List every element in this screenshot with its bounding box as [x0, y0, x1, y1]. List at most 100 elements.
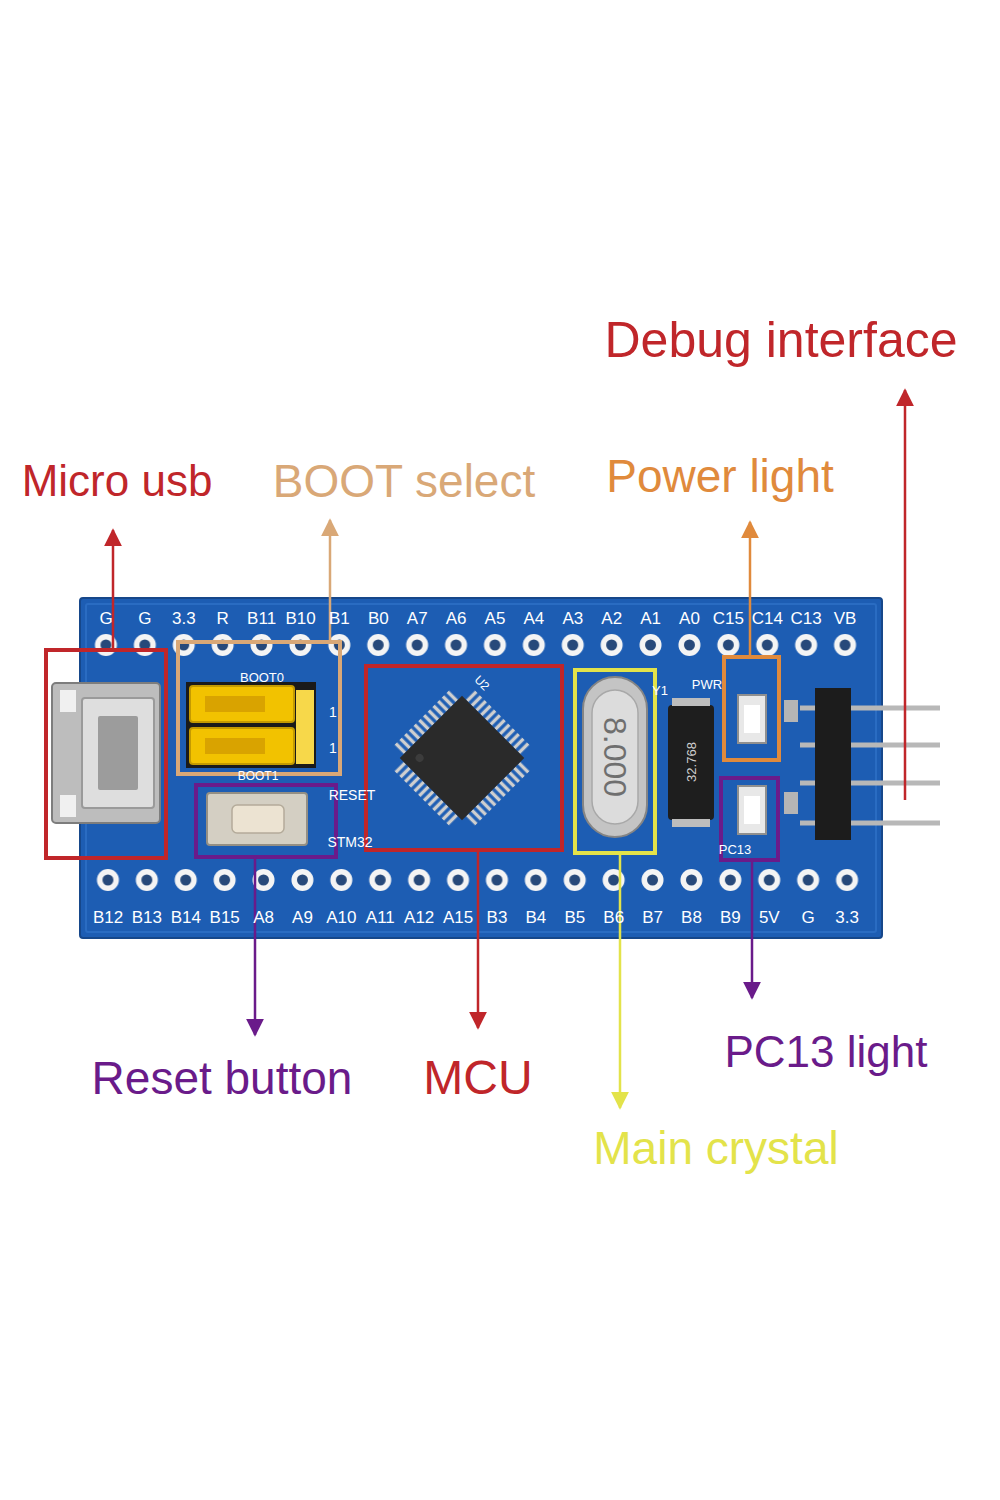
crystal-can	[583, 677, 647, 837]
callout-label: MCU	[423, 1054, 532, 1102]
callout-label: Power light	[606, 453, 834, 499]
leader-arrow	[254, 857, 257, 1035]
silkscreen-text: Y1	[652, 684, 668, 697]
pin-label: B13	[132, 909, 162, 926]
smd-resistor	[784, 792, 798, 814]
crystal-top	[592, 690, 638, 824]
jumper-header	[186, 682, 316, 768]
leader-arrow	[477, 850, 480, 1028]
rtc-crystal	[668, 705, 714, 820]
crystal-pad	[672, 698, 710, 706]
pin-label: C13	[791, 610, 822, 627]
led-lens	[744, 796, 760, 824]
callout-label: Micro usb	[22, 459, 213, 503]
usb-port	[98, 716, 138, 790]
highlight-box	[46, 650, 166, 858]
silkscreen-text: 32.768	[685, 742, 698, 782]
led-body	[738, 695, 766, 743]
pin-label: A5	[485, 610, 506, 627]
pin-label: B6	[603, 909, 624, 926]
chip-dimple	[414, 752, 425, 763]
silkscreen-text: BOOT1	[238, 770, 279, 782]
pin-label: A6	[446, 610, 467, 627]
leader-arrow	[112, 530, 115, 650]
highlight-box	[196, 785, 336, 857]
jumper-grip	[205, 696, 265, 712]
pc13-led	[738, 786, 766, 834]
pin-label: B5	[564, 909, 585, 926]
jumper-cap	[190, 728, 294, 764]
leader-arrow	[904, 390, 907, 800]
jumper-grip	[205, 738, 265, 754]
pin-label: B7	[642, 909, 663, 926]
pin-label: B14	[171, 909, 201, 926]
switch-body	[207, 793, 307, 845]
callout-label: Main crystal	[593, 1125, 838, 1171]
pin-label: A3	[562, 610, 583, 627]
pin-label: B10	[285, 610, 315, 627]
pin-label: A11	[366, 909, 395, 926]
callout-label: BOOT select	[273, 458, 535, 504]
pin-label: A7	[407, 610, 428, 627]
pin-label: A10	[326, 909, 356, 926]
power-led	[738, 695, 766, 743]
callout-label: Reset button	[92, 1055, 353, 1101]
switch-cap	[232, 805, 284, 833]
silkscreen-text: STM32	[327, 835, 372, 849]
pin-label: A1	[640, 610, 661, 627]
pin-label: A8	[253, 909, 274, 926]
usb-face	[82, 698, 154, 808]
silkscreen-text: 8.000	[599, 717, 631, 797]
silkscreen-text: BOOT0	[240, 671, 284, 684]
silkscreen-text: PC13	[719, 843, 752, 856]
crystal-pad	[672, 819, 710, 827]
pin-label: A4	[523, 610, 544, 627]
boot-jumpers	[186, 682, 316, 768]
leader-arrow	[751, 860, 754, 998]
smd-resistor	[784, 700, 798, 722]
pin-label: B11	[247, 610, 276, 627]
pin-label: A0	[679, 610, 700, 627]
highlight-box	[724, 657, 779, 760]
debug-header	[800, 688, 940, 840]
highlight-box	[178, 642, 340, 774]
pin-label: B1	[329, 610, 350, 627]
jumper-cap	[190, 686, 294, 722]
led-lens	[744, 705, 760, 733]
pin-label: G	[99, 610, 112, 627]
usb-shell	[52, 683, 160, 823]
highlight-box	[575, 670, 655, 853]
pin-label: B0	[368, 610, 389, 627]
silkscreen-text: 1	[329, 705, 337, 719]
pin-label: A9	[292, 909, 313, 926]
header-body	[815, 688, 851, 840]
pin-label: G	[802, 909, 815, 926]
pin-label: B12	[93, 909, 123, 926]
pin-label: C15	[713, 610, 744, 627]
hc49-crystal	[583, 677, 647, 837]
chip-body	[400, 696, 524, 820]
pin-label: 3.3	[172, 610, 196, 627]
pin-label: 3.3	[835, 909, 859, 926]
led-body	[738, 786, 766, 834]
pin-label: G	[138, 610, 151, 627]
highlight-box	[366, 666, 562, 850]
silkscreen-text: RESET	[329, 788, 376, 802]
pin-label: B8	[681, 909, 702, 926]
pin-label: 5V	[759, 909, 780, 926]
leader-arrow	[749, 522, 752, 657]
pin-label: B4	[525, 909, 546, 926]
pcb-board	[80, 598, 882, 938]
pin-label: B3	[487, 909, 508, 926]
callout-label: Debug interface	[604, 315, 957, 365]
reset-switch	[207, 793, 307, 845]
silkscreen-text: 1	[329, 741, 337, 755]
mcu-chip	[381, 677, 542, 838]
usb-tab	[60, 690, 76, 712]
pin-label: A12	[404, 909, 434, 926]
callout-label: PC13 light	[724, 1030, 927, 1074]
pin-label: B9	[720, 909, 741, 926]
